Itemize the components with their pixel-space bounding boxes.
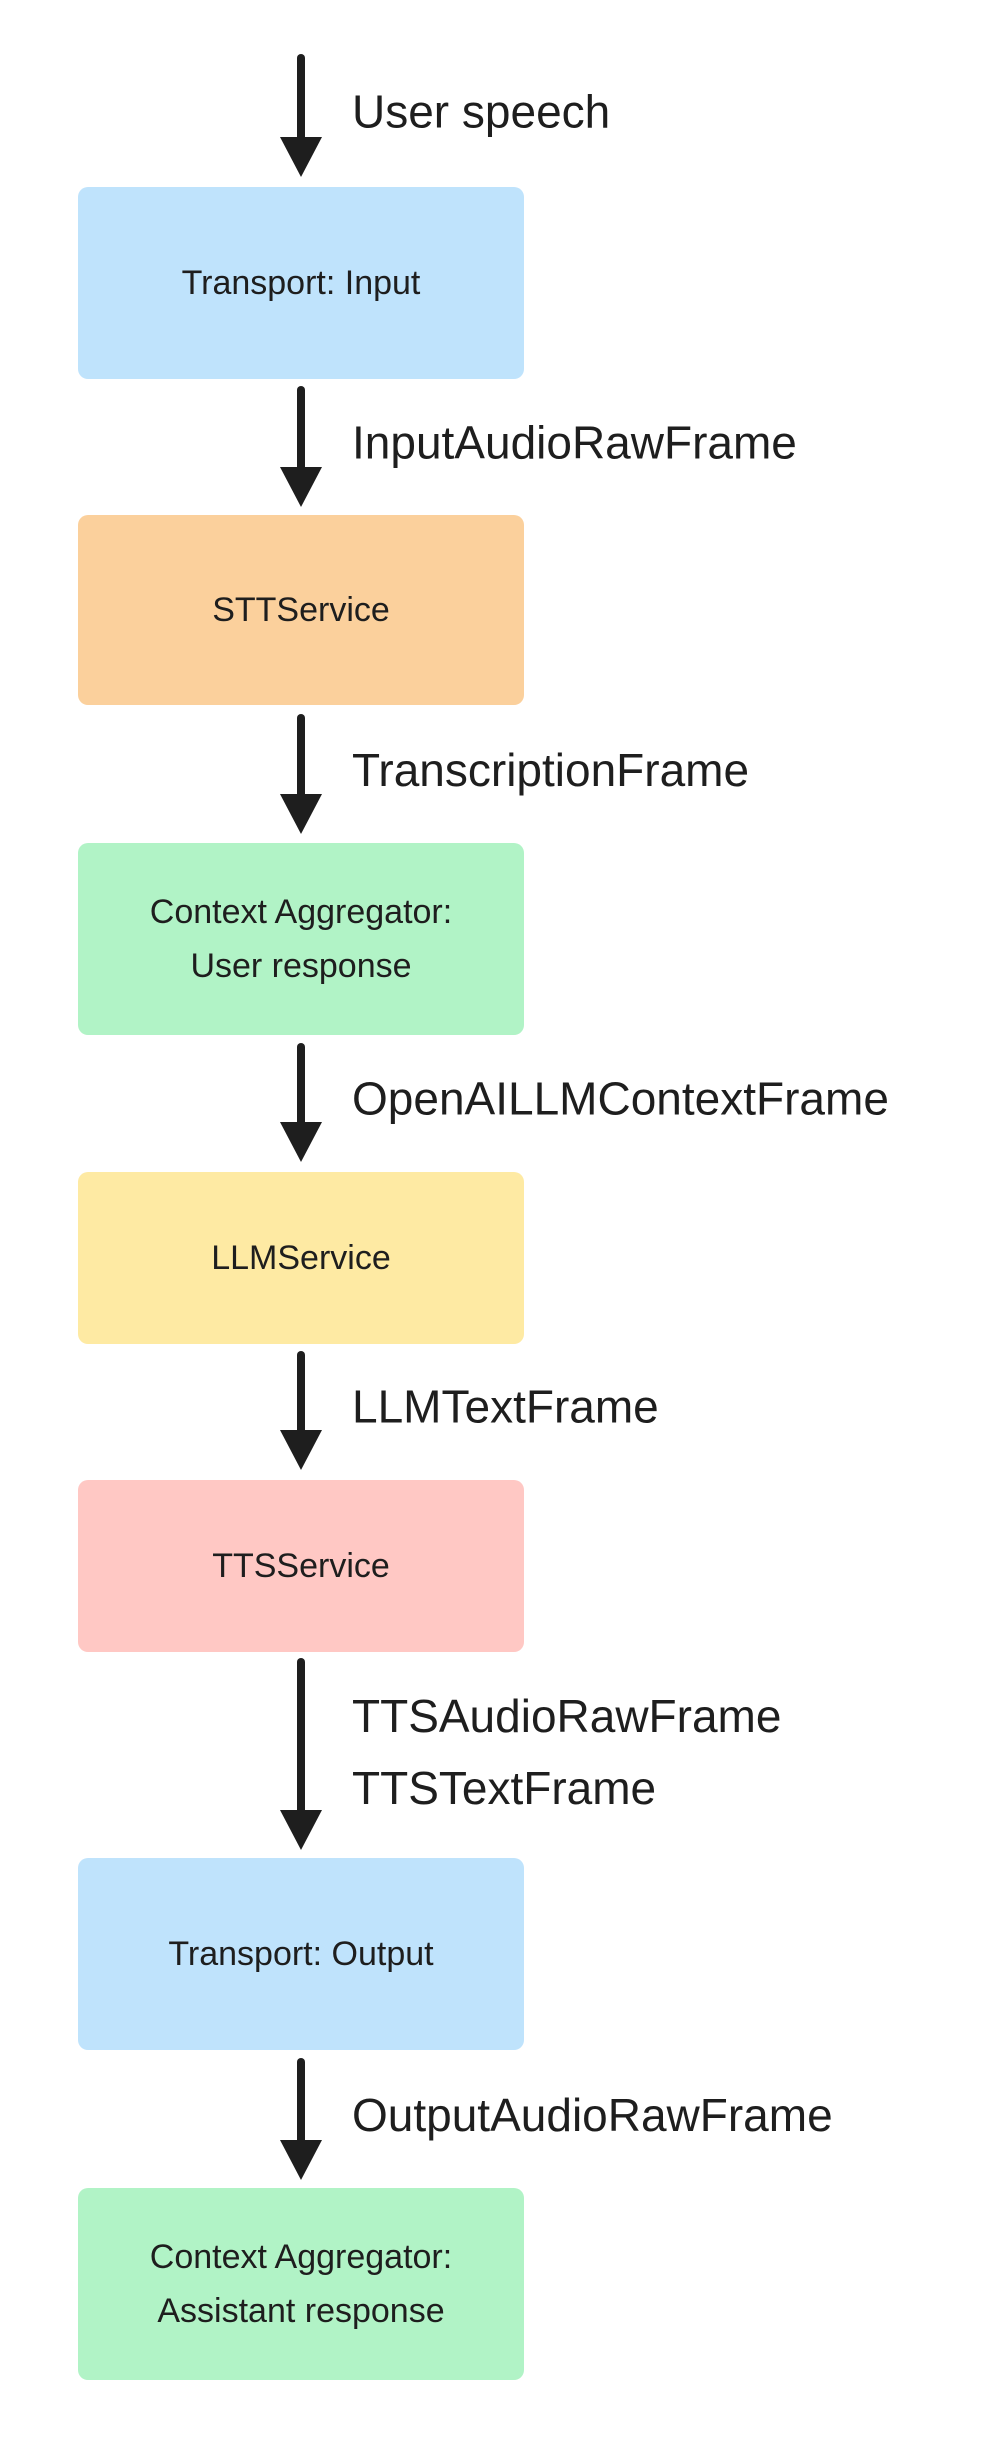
edge-label: LLMTextFrame: [352, 1381, 659, 1433]
node-context-aggregator-assistant: Context Aggregator: Assistant response: [78, 2188, 524, 2380]
node-label: TTSService: [212, 1547, 390, 1585]
edge-transcription-frame: TranscriptionFrame: [280, 714, 749, 834]
edge-label: TTSAudioRawFrame: [352, 1690, 781, 1742]
node-box: [78, 187, 524, 379]
arrow-head-icon: [280, 1122, 322, 1162]
node-label: STTService: [212, 591, 390, 629]
edge-label: InputAudioRawFrame: [352, 417, 797, 469]
edge-input-audio-raw-frame: InputAudioRawFrame: [280, 386, 797, 507]
node-label: Assistant response: [157, 2292, 444, 2330]
node-transport-input: Transport: Input: [78, 187, 524, 379]
node-transport-output: Transport: Output: [78, 1858, 524, 2050]
edge-llm-text-frame: LLMTextFrame: [280, 1351, 659, 1470]
arrow-head-icon: [280, 1430, 322, 1470]
node-box: [78, 1172, 524, 1344]
node-box: [78, 2188, 524, 2380]
arrow-head-icon: [280, 467, 322, 507]
node-box: [78, 1480, 524, 1652]
edge-label: TranscriptionFrame: [352, 744, 749, 796]
node-label: Transport: Input: [182, 264, 421, 302]
node-llm-service: LLMService: [78, 1172, 524, 1344]
arrow-head-icon: [280, 1810, 322, 1850]
arrow-head-icon: [280, 794, 322, 834]
node-box: [78, 843, 524, 1035]
node-context-aggregator-user: Context Aggregator: User response: [78, 843, 524, 1035]
node-tts-service: TTSService: [78, 1480, 524, 1652]
node-stt-service: STTService: [78, 515, 524, 705]
edge-label: TTSTextFrame: [352, 1762, 656, 1814]
node-box: [78, 515, 524, 705]
node-label: Transport: Output: [168, 1935, 434, 1973]
node-label: Context Aggregator:: [150, 893, 452, 931]
edge-output-audio-raw-frame: OutputAudioRawFrame: [280, 2058, 833, 2180]
node-box: [78, 1858, 524, 2050]
edge-label: User speech: [352, 86, 610, 138]
edge-openai-llm-context-frame: OpenAILLMContextFrame: [280, 1043, 889, 1162]
node-label: Context Aggregator:: [150, 2238, 452, 2276]
edge-label: OutputAudioRawFrame: [352, 2089, 833, 2141]
arrow-head-icon: [280, 137, 322, 177]
edge-label: OpenAILLMContextFrame: [352, 1073, 889, 1125]
node-label: User response: [190, 947, 411, 985]
arrow-head-icon: [280, 2140, 322, 2180]
node-label: LLMService: [211, 1239, 391, 1277]
edge-user-speech: User speech: [280, 54, 610, 177]
